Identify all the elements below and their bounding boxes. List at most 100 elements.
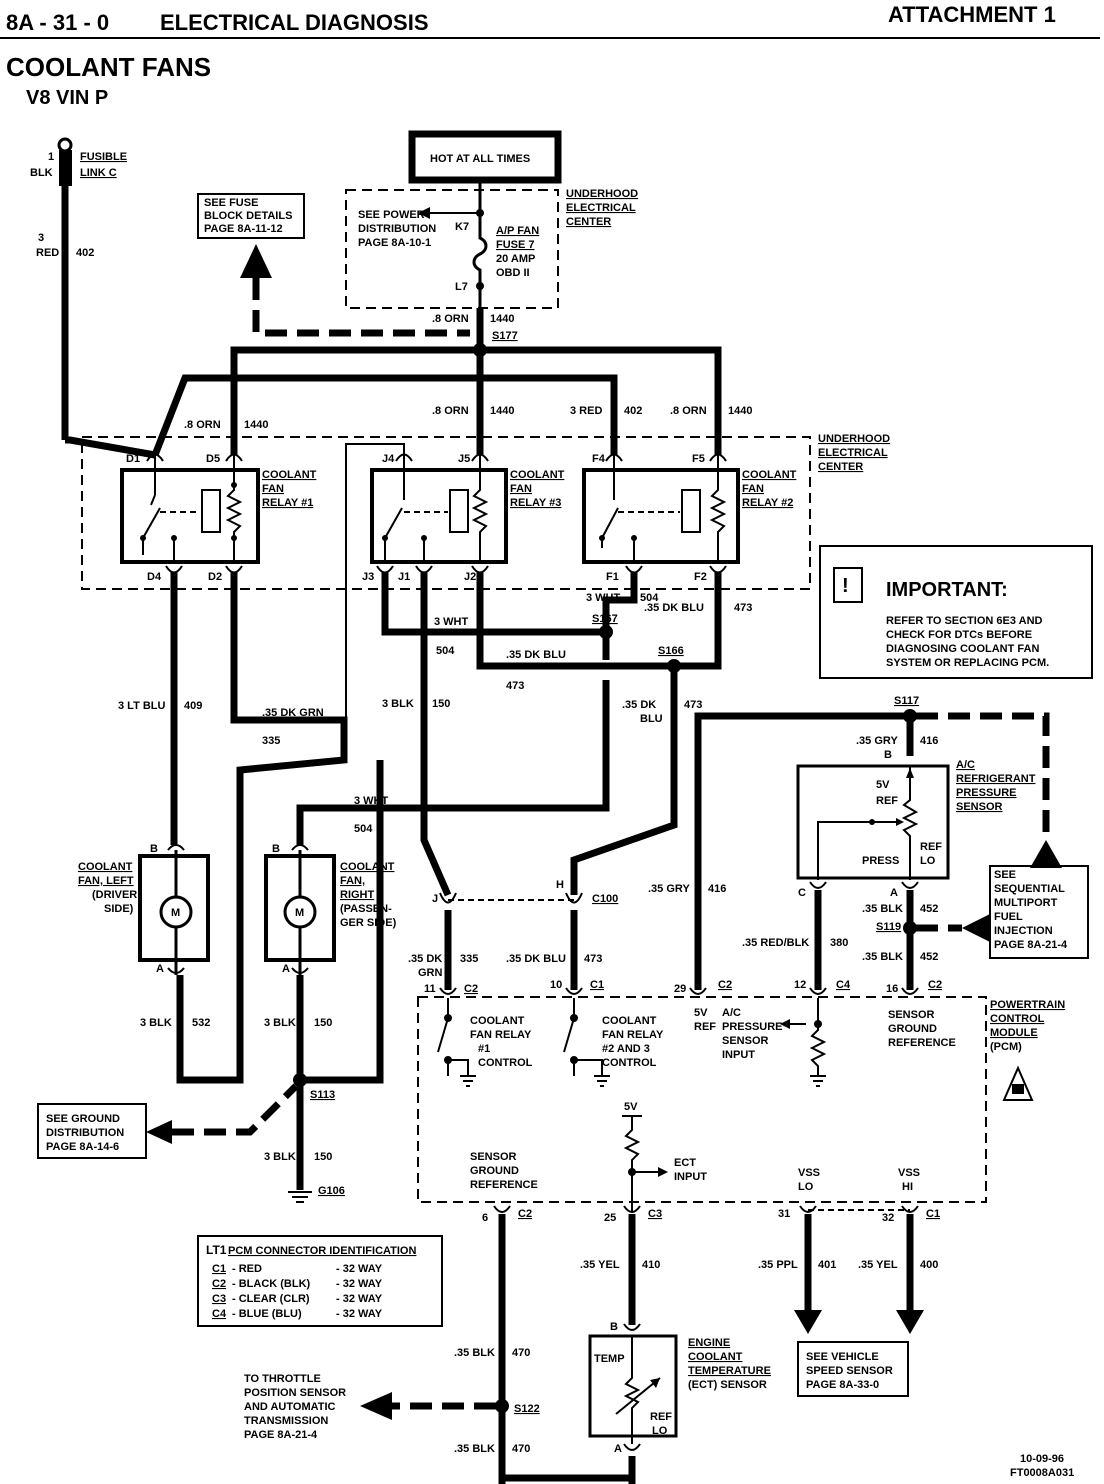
svg-text:3 WHT: 3 WHT (434, 616, 469, 628)
svg-text:L7: L7 (455, 281, 468, 293)
svg-text:504: 504 (436, 645, 455, 657)
svg-text:473: 473 (506, 680, 524, 692)
svg-text:.35 DK BLU: .35 DK BLU (644, 602, 704, 614)
svg-text:RELAY #3: RELAY #3 (510, 497, 561, 509)
svg-text:INPUT: INPUT (722, 1049, 755, 1061)
svg-text:F5: F5 (692, 453, 705, 465)
svg-text:3 BLK: 3 BLK (382, 698, 414, 710)
svg-text:C2: C2 (518, 1208, 532, 1220)
svg-text:TEMPERATURE: TEMPERATURE (688, 1365, 771, 1377)
ground-g106: G106 (288, 1185, 345, 1203)
svg-text:SENSOR: SENSOR (888, 1009, 935, 1021)
svg-text:HI: HI (902, 1181, 913, 1193)
pcm-relay-controls (437, 998, 827, 1087)
svg-text:B: B (272, 843, 280, 855)
svg-text:532: 532 (192, 1017, 210, 1029)
svg-text:1440: 1440 (728, 405, 752, 417)
svg-text:SEE FUSE: SEE FUSE (204, 197, 258, 209)
svg-text:SEQUENTIAL: SEQUENTIAL (994, 883, 1065, 895)
svg-text:COOLANT: COOLANT (602, 1015, 657, 1027)
connector-c100: J H C100 (432, 879, 618, 905)
svg-text:A/C: A/C (956, 759, 975, 771)
svg-text:470: 470 (512, 1443, 530, 1455)
svg-text:A/C: A/C (722, 1007, 741, 1019)
svg-text:- CLEAR (CLR): - CLEAR (CLR) (232, 1293, 310, 1305)
svg-text:FAN: FAN (510, 483, 532, 495)
svg-text:RED: RED (36, 247, 59, 259)
svg-text:3 BLK: 3 BLK (264, 1017, 296, 1029)
svg-text:F2: F2 (694, 571, 707, 583)
svg-text:A: A (156, 963, 164, 975)
svg-text:PRESS: PRESS (862, 855, 899, 867)
svg-text:C3: C3 (648, 1208, 662, 1220)
svg-text:D1: D1 (126, 453, 140, 465)
svg-text:- 32 WAY: - 32 WAY (336, 1293, 383, 1305)
svg-text:POWERTRAIN: POWERTRAIN (990, 999, 1065, 1011)
svg-text:REF: REF (876, 795, 898, 807)
svg-text:VSS: VSS (898, 1167, 920, 1179)
svg-text:A: A (614, 1443, 622, 1455)
svg-text:MODULE: MODULE (990, 1027, 1038, 1039)
bus-1440 (230, 346, 722, 455)
svg-text:M: M (171, 907, 180, 919)
svg-text:5V: 5V (624, 1101, 638, 1113)
svg-text:- 32 WAY: - 32 WAY (336, 1278, 383, 1290)
svg-text:REF: REF (920, 841, 942, 853)
svg-text:C: C (798, 887, 806, 899)
svg-text:LO: LO (652, 1425, 668, 1437)
svg-text:.35 DK BLU: .35 DK BLU (506, 649, 566, 661)
svg-text:FAN RELAY: FAN RELAY (602, 1029, 664, 1041)
svg-text:.8 ORN: .8 ORN (432, 313, 469, 325)
svg-text:(PASSEN-: (PASSEN- (340, 903, 392, 915)
svg-text:473: 473 (584, 953, 602, 965)
svg-text:C1: C1 (212, 1263, 226, 1275)
svg-text:.35 DK GRN: .35 DK GRN (262, 707, 324, 719)
coolant-fan-right: M B A COOLANT FAN, RIGHT (PASSEN- GER SI… (264, 843, 397, 975)
svg-text:PAGE 8A-21-4: PAGE 8A-21-4 (994, 939, 1068, 951)
svg-text:COOLANT: COOLANT (510, 469, 565, 481)
svg-text:410: 410 (642, 1259, 660, 1271)
svg-text:FAN,: FAN, (340, 875, 365, 887)
svg-text:REF: REF (694, 1021, 716, 1033)
svg-text:DISTRIBUTION: DISTRIBUTION (46, 1127, 124, 1139)
svg-text:GER SIDE): GER SIDE) (340, 917, 397, 929)
svg-text:B: B (150, 843, 158, 855)
svg-text:(PCM): (PCM) (990, 1041, 1022, 1053)
svg-text:S113: S113 (310, 1089, 335, 1101)
svg-text:GRN: GRN (418, 967, 443, 979)
svg-text:SENSOR: SENSOR (956, 801, 1003, 813)
figure-id: FT0008A031 (1010, 1467, 1074, 1479)
svg-text:#1: #1 (478, 1043, 490, 1055)
svg-text:RELAY #2: RELAY #2 (742, 497, 793, 509)
tps-note: TO THROTTLE POSITION SENSOR AND AUTOMATI… (244, 1373, 346, 1441)
svg-text:SEE: SEE (994, 869, 1016, 881)
wire-504-right-fan (296, 680, 610, 845)
svg-text:REF: REF (650, 1411, 672, 1423)
svg-text:FAN: FAN (262, 483, 284, 495)
svg-text:F1: F1 (606, 571, 619, 583)
svg-text:UNDERHOOD: UNDERHOOD (566, 188, 638, 200)
svg-text:IMPORTANT:: IMPORTANT: (886, 579, 1008, 601)
svg-text:F4: F4 (592, 453, 606, 465)
svg-text:CONTROL: CONTROL (990, 1013, 1045, 1025)
svg-text:S119: S119 (876, 921, 901, 933)
svg-text:.35 RED/BLK: .35 RED/BLK (742, 937, 809, 949)
svg-text:PAGE 8A-33-0: PAGE 8A-33-0 (806, 1379, 879, 1391)
svg-text:SYSTEM OR REPLACING PCM.: SYSTEM OR REPLACING PCM. (886, 657, 1049, 669)
svg-text:.35 DK: .35 DK (622, 699, 656, 711)
svg-text:.8 ORN: .8 ORN (432, 405, 469, 417)
svg-text:DISTRIBUTION: DISTRIBUTION (358, 223, 436, 235)
svg-text:C2: C2 (212, 1278, 226, 1290)
svg-text:C100: C100 (592, 893, 618, 905)
svg-text:409: 409 (184, 700, 202, 712)
svg-text:TRANSMISSION: TRANSMISSION (244, 1415, 328, 1427)
pcm-module: POWERTRAIN CONTROL MODULE (PCM) (417, 996, 1065, 1203)
svg-text:CONTROL: CONTROL (478, 1057, 533, 1069)
svg-text:335: 335 (262, 735, 280, 747)
svg-text:401: 401 (818, 1259, 836, 1271)
coolant-fan-relay-2: F4 F5 F1 F2 COOLANT FAN RELAY #2 (582, 453, 797, 583)
svg-text:POSITION SENSOR: POSITION SENSOR (244, 1387, 346, 1399)
svg-text:RELAY #1: RELAY #1 (262, 497, 313, 509)
svg-text:416: 416 (920, 735, 938, 747)
svg-text:K7: K7 (455, 221, 469, 233)
